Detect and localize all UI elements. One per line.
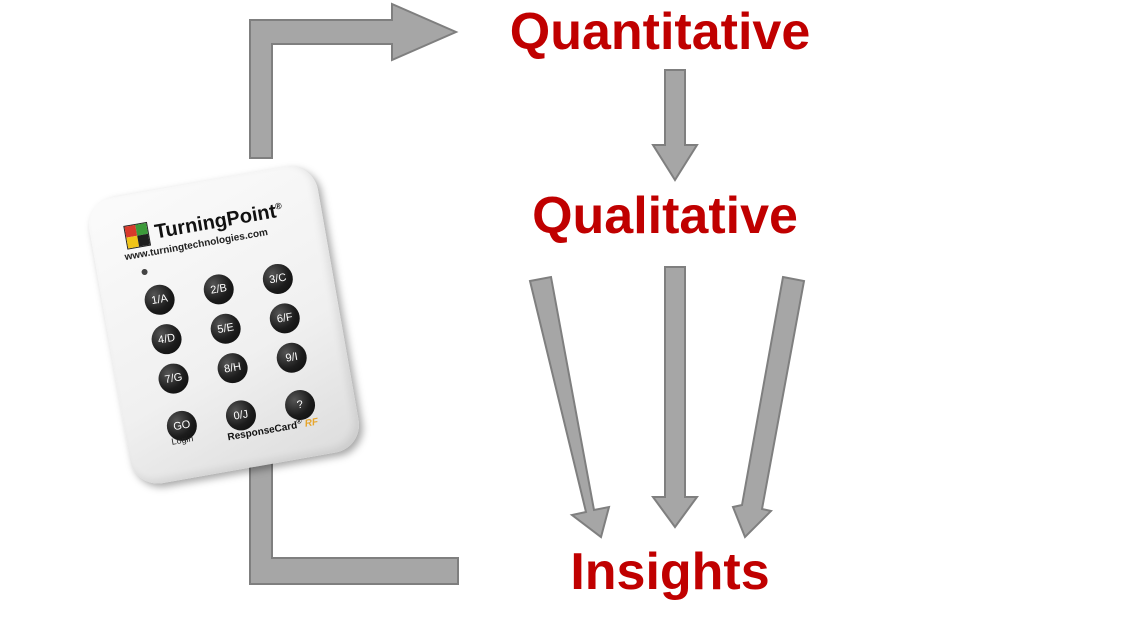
clicker-led [141,268,149,276]
clicker-login-label: Login [170,433,195,447]
label-insights: Insights [570,543,770,601]
clicker-key: 2/B [201,271,237,307]
clicker-key: 7/G [156,361,191,396]
clicker-key: 5/E [208,311,244,347]
clicker-key: 9/I [274,340,310,376]
arrow-insights-to-device [249,459,459,585]
logo-cell [137,233,150,247]
clicker-model-suffix: RF [304,416,320,430]
arrow-qualitative-to-insights-right [731,275,806,539]
label-quantitative: Quantitative [509,3,811,61]
label-qualitative: Qualitative [532,187,798,245]
clicker-key: 8/H [215,350,251,386]
arrow-quantitative-to-qualitative [651,69,699,182]
arrow-qualitative-to-insights-center [651,266,699,529]
clicker-shell: TurningPoint® www.turningtechnologies.co… [84,162,364,488]
arrow-device-to-quantitative [249,2,459,159]
clicker-model-mark: ® [295,418,303,426]
clicker-key: 1/A [142,282,178,318]
clicker-key: 3/C [260,261,296,297]
clicker-key: 4/D [149,321,184,357]
turningpoint-logo-icon [123,221,152,250]
clicker-body: TurningPoint® www.turningtechnologies.co… [65,159,383,492]
arrow-qualitative-to-insights-left [528,275,611,539]
clicker-key: 6/F [267,300,303,336]
clicker-brand-mark: ® [274,200,283,212]
clicker-device-image: TurningPoint® www.turningtechnologies.co… [84,162,364,488]
